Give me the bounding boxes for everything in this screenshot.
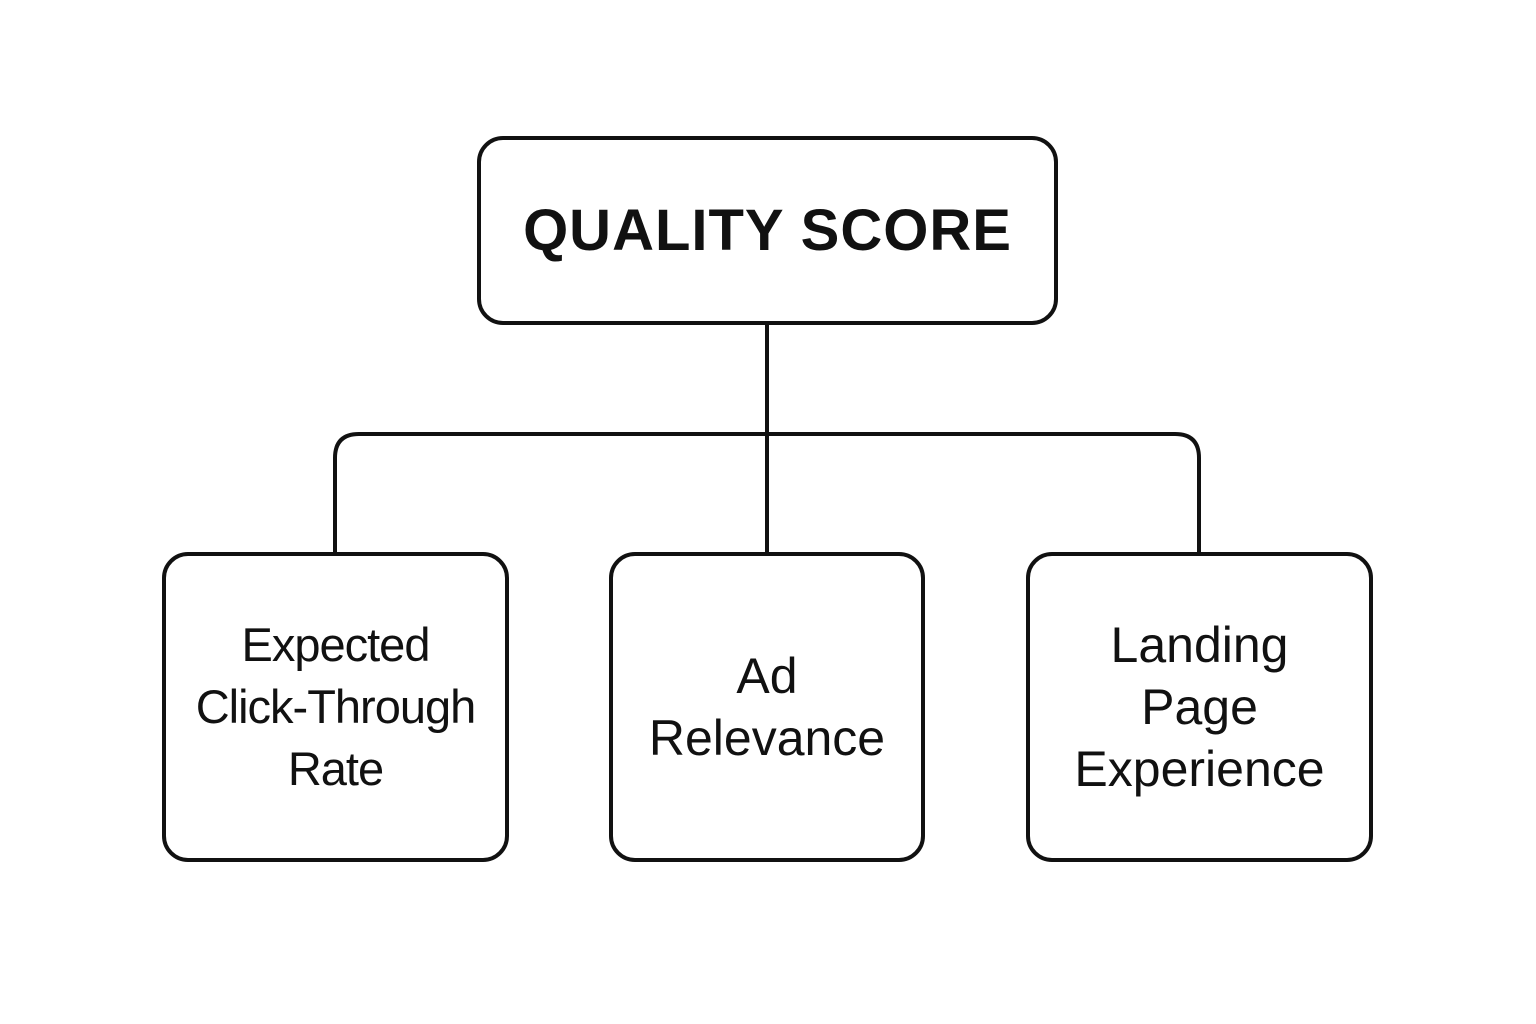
ad-relevance-label: Ad Relevance xyxy=(649,645,885,769)
landing-page-experience-label: Landing Page Experience xyxy=(1074,614,1324,800)
ad-relevance-node: Ad Relevance xyxy=(609,552,925,862)
landing-page-line-3: Experience xyxy=(1074,741,1325,797)
expected-ctr-line-3: Rate xyxy=(287,742,384,795)
landing-page-line-2: Page xyxy=(1141,679,1258,735)
landing-page-line-1: Landing xyxy=(1110,617,1289,673)
quality-score-label: QUALITY SCORE xyxy=(523,197,1012,263)
expected-ctr-label: Expected Click-Through Rate xyxy=(195,614,477,800)
expected-ctr-line-2: Click-Through xyxy=(195,680,477,733)
branch-connector xyxy=(333,432,1201,552)
expected-ctr-line-1: Expected xyxy=(241,618,431,671)
quality-score-node: QUALITY SCORE xyxy=(477,136,1058,325)
landing-page-experience-node: Landing Page Experience xyxy=(1026,552,1373,862)
ad-relevance-line-1: Ad xyxy=(736,648,798,704)
ad-relevance-line-2: Relevance xyxy=(648,710,886,766)
expected-ctr-node: Expected Click-Through Rate xyxy=(162,552,509,862)
